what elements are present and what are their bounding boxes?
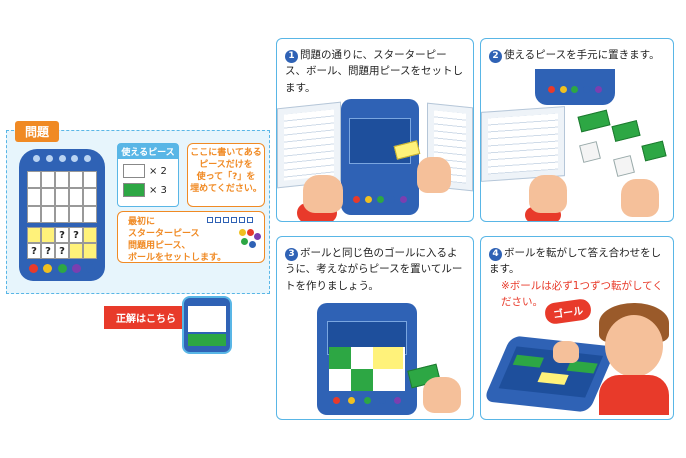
step-description: ボールを転がして答え合わせをします。: [489, 247, 662, 276]
white-piece: [613, 155, 635, 177]
problem-area: 問題 ? ? ? ? ? 使えるピ: [6, 121, 270, 294]
problem-tag: 問題: [15, 121, 60, 142]
game-board: [483, 335, 617, 413]
step-number: 1: [285, 50, 298, 63]
route-area: [329, 347, 405, 391]
white-piece-row: × 2: [123, 164, 178, 178]
ball-yellow: [43, 264, 53, 273]
green-piece: [641, 140, 667, 162]
ball-purple: [71, 264, 81, 273]
unknown-piece: ?: [55, 227, 69, 243]
usable-pieces-header: 使えるピース: [118, 144, 178, 159]
usable-pieces-box: 使えるピース × 2 × 3: [117, 143, 179, 207]
left-hand: [529, 175, 567, 213]
starter-piece-icon: [207, 217, 253, 223]
answer-button[interactable]: 正解はこちら: [104, 306, 206, 329]
kid-shirt: [599, 375, 669, 415]
yellow-piece: [27, 227, 41, 243]
yellow-piece: [69, 243, 83, 259]
unknown-piece: ?: [69, 227, 83, 243]
green-piece-icon: [123, 183, 145, 197]
step-description: 使えるピースを手元に置きます。: [504, 49, 660, 61]
white-piece: [579, 141, 601, 163]
green-piece-row: × 3: [123, 183, 178, 197]
ball-green: [57, 264, 67, 273]
game-board: [535, 69, 615, 105]
answer-pieces: [188, 334, 226, 346]
unknown-piece: ?: [27, 243, 41, 259]
board-piece-grid: ? ? ? ? ?: [27, 227, 97, 259]
hand: [553, 341, 579, 363]
yellow-piece: [41, 227, 55, 243]
white-piece-icon: [123, 164, 145, 178]
step-number: 4: [489, 248, 502, 261]
green-piece-count: × 3: [149, 184, 167, 196]
unknown-piece: ?: [55, 243, 69, 259]
problem-board: ? ? ? ? ?: [19, 149, 105, 281]
step-number: 2: [489, 50, 502, 63]
step-number: 3: [285, 248, 298, 261]
answer-grid: [188, 306, 226, 332]
yellow-piece: [83, 243, 97, 259]
goal-balls: [29, 264, 95, 273]
green-piece: [577, 109, 611, 133]
ball-blue: [86, 264, 95, 273]
yellow-piece: [83, 227, 97, 243]
unknown-piece: ?: [41, 243, 55, 259]
instruction-callout: ここに書いてある ピースだけを 使って「?」を 埋めてください。: [187, 143, 265, 207]
green-piece: [611, 120, 641, 142]
step-description: ボールと同じ色のゴールに入るように、考えながらピースを置いてルートを作りましょう…: [285, 247, 463, 292]
step-description: 問題の通りに、スターターピース、ボール、問題用ピースをセットします。: [285, 49, 463, 94]
white-piece-count: × 2: [149, 165, 167, 177]
balls-icon: [239, 229, 261, 253]
right-hand: [423, 377, 461, 413]
ball-red: [29, 264, 38, 273]
board-route-grid: [27, 171, 97, 223]
kid-face: [605, 315, 663, 377]
step-note: ※ボールは必ず1つずつ転がしてください。: [501, 279, 663, 308]
game-board: [341, 99, 419, 215]
board-top-holes: [33, 155, 91, 162]
left-hand: [303, 175, 343, 213]
answer-board-thumbnail[interactable]: [182, 296, 232, 354]
instruction-book: [481, 106, 565, 182]
right-hand: [417, 157, 451, 193]
right-hand: [621, 179, 659, 217]
